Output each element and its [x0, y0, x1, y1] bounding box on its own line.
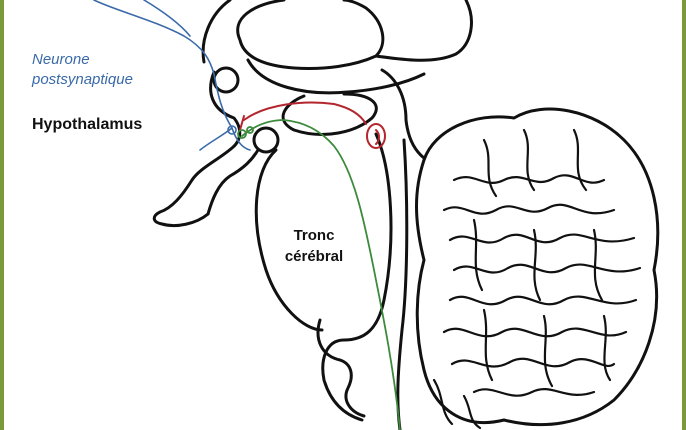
brainstem-right-outline — [321, 132, 393, 422]
hypothalamus-outline — [152, 70, 242, 228]
brainstem-left-outline — [254, 148, 324, 332]
aqueduct-outline — [380, 68, 426, 160]
green-pathway — [237, 119, 401, 430]
brainstem-label: Tronc cérébral — [274, 225, 354, 267]
postsynaptic-neuron-label: Neurone postsynaptique — [32, 50, 133, 90]
tronc-label-line1: Tronc — [293, 227, 335, 244]
optic-chiasm — [212, 66, 240, 94]
mammillary-body — [252, 126, 280, 154]
medulla-outline — [396, 138, 409, 430]
thalamus-outline — [281, 92, 378, 136]
third-ventricle-outline — [201, 0, 232, 64]
corpus-callosum-outline — [236, 0, 385, 70]
brain-sagittal-illustration — [93, 0, 660, 430]
postsynaptic-neuron-pathway — [93, 0, 251, 151]
fornix-outline — [374, 0, 473, 62]
cerebellum-folia — [432, 128, 642, 430]
cerebellum-outline — [415, 107, 660, 427]
upper-fold — [246, 58, 426, 95]
pituitary-stalk — [206, 148, 260, 216]
neurone-label-line1: Neurone — [32, 51, 90, 68]
neurone-label-line2: postsynaptique — [32, 71, 133, 88]
pons-fold — [316, 318, 366, 418]
hypothalamus-label: Hypothalamus — [32, 116, 143, 133]
neuron-terminal-blue — [227, 125, 237, 135]
red-pathway — [239, 101, 386, 149]
tronc-label-line2: cérébral — [284, 248, 344, 265]
